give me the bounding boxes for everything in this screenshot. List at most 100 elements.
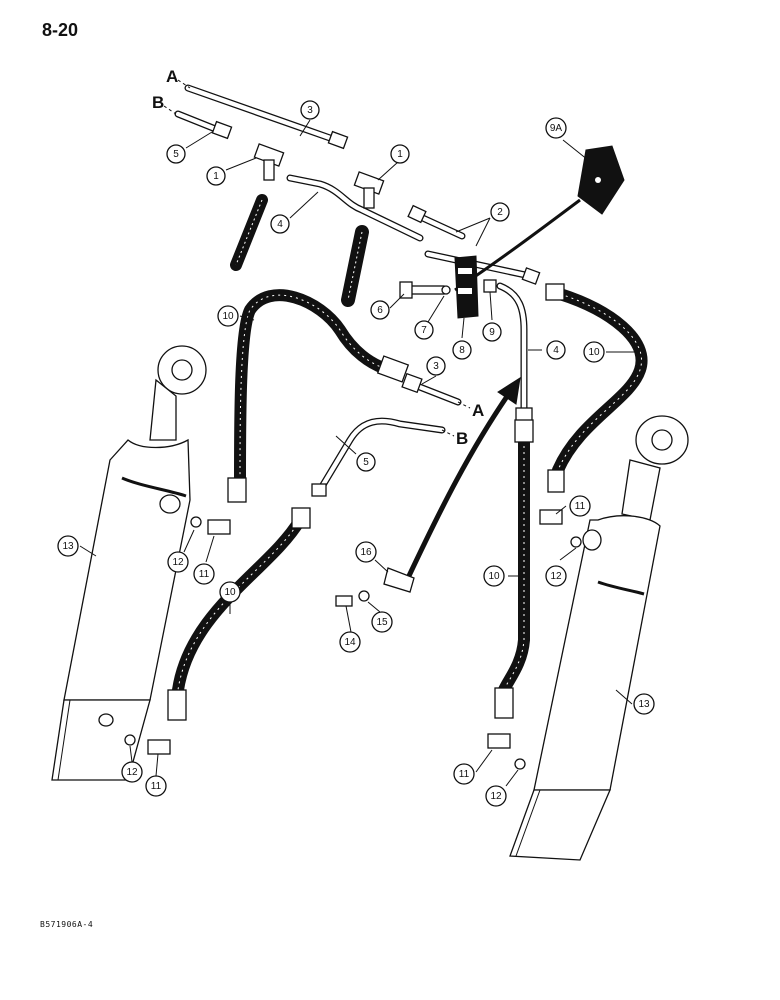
line-label-b-top: B [152, 93, 164, 112]
callout-circle [490, 202, 510, 222]
callout-number: 12 [126, 767, 138, 778]
callout-number: 15 [376, 617, 388, 628]
callout-circle [57, 535, 79, 557]
line-label-a-top: A [166, 67, 178, 86]
callout-circle [633, 693, 655, 715]
elbow-11-left-lower [147, 739, 171, 755]
callout-12-right-upper: 12 [545, 565, 567, 587]
callout-circle [569, 495, 591, 517]
callout-number: 8 [459, 345, 465, 356]
line-label-b-mid: B [456, 429, 468, 448]
callout-circle [217, 305, 239, 327]
callout-circle [167, 551, 189, 573]
oring-12-right-lower [514, 758, 526, 770]
callout-number: 1 [397, 149, 403, 160]
callout-11-left-upper: 11 [193, 563, 215, 585]
callout-3-mid: 3 [426, 356, 446, 376]
callout-4-mid: 4 [546, 340, 566, 360]
callout-9: 9 [482, 322, 502, 342]
callout-number: 6 [377, 305, 383, 316]
callout-circle [483, 565, 505, 587]
figure-reference-code: B571906A-4 [40, 920, 94, 929]
callout-circle [545, 117, 567, 139]
callout-circle [482, 322, 502, 342]
callout-circle [339, 631, 361, 653]
callout-circle [370, 300, 390, 320]
oring-12-left-upper [190, 516, 202, 528]
callout-12-left-lower: 12 [121, 761, 143, 783]
callout-circle [355, 541, 377, 563]
leader-lines [79, 119, 640, 787]
callout-5-top: 5 [166, 144, 186, 164]
callout-number: 11 [151, 781, 162, 792]
callout-number: 14 [344, 637, 356, 648]
callout-number: 12 [172, 557, 184, 568]
right-cylinder [509, 415, 689, 861]
callout-9a: 9A [545, 117, 567, 139]
callout-number: 4 [277, 219, 283, 230]
callout-number: 1 [213, 171, 219, 182]
callout-circle [583, 341, 605, 363]
elbow-11-left-upper [207, 519, 231, 535]
callout-circle [300, 100, 320, 120]
callout-4-top: 4 [270, 214, 290, 234]
callout-circle [390, 144, 410, 164]
callout-10-top-right: 10 [583, 341, 605, 363]
clamp-9a [577, 145, 625, 215]
callout-10-top-left: 10 [217, 305, 239, 327]
callout-number: 9A [550, 123, 563, 134]
callout-12-right-lower: 12 [485, 785, 507, 807]
callout-1-right: 1 [390, 144, 410, 164]
bolt-14 [335, 595, 353, 607]
callout-circle [166, 144, 186, 164]
callout-number: 3 [433, 361, 439, 372]
callout-13-right: 13 [633, 693, 655, 715]
callout-number: 13 [62, 541, 74, 552]
oring-12-right-upper [570, 536, 582, 548]
callout-circle [414, 320, 434, 340]
elbow-11-right-lower [487, 733, 511, 749]
callout-number: 12 [490, 791, 502, 802]
callout-number: 9 [489, 327, 495, 338]
callout-8: 8 [452, 340, 472, 360]
clamp-8 [454, 255, 479, 319]
callout-3-top: 3 [300, 100, 320, 120]
callout-number: 3 [307, 105, 313, 116]
callout-11-right-lower: 11 [453, 763, 475, 785]
top-tube-assembly [174, 84, 541, 307]
callout-13-left: 13 [57, 535, 79, 557]
nut-15 [358, 590, 370, 602]
callout-12-left-upper: 12 [167, 551, 189, 573]
callout-number: 12 [550, 571, 562, 582]
callout-1-left: 1 [206, 166, 226, 186]
left-cylinder [51, 345, 207, 781]
callout-number: 16 [360, 547, 372, 558]
callout-number: 5 [363, 457, 369, 468]
callout-5-mid: 5 [356, 452, 376, 472]
callout-7: 7 [414, 320, 434, 340]
callout-circle [452, 340, 472, 360]
oring-12-left-lower [124, 734, 136, 746]
callout-14: 14 [339, 631, 361, 653]
line-label-a-mid: A [472, 401, 484, 420]
callout-15: 15 [371, 611, 393, 633]
callout-circle [193, 563, 215, 585]
tee-fitting-left [253, 143, 285, 181]
callout-11-right-upper: 11 [569, 495, 591, 517]
callout-6: 6 [370, 300, 390, 320]
callout-number: 4 [553, 345, 559, 356]
callout-circle [219, 581, 241, 603]
callout-number: 11 [575, 501, 586, 512]
callout-circle [371, 611, 393, 633]
callout-number: 13 [638, 699, 650, 710]
callout-2: 2 [490, 202, 510, 222]
callout-number: 10 [224, 587, 236, 598]
callout-number: 11 [459, 769, 470, 780]
bolt-6 [399, 281, 445, 299]
callout-number: 10 [222, 311, 234, 322]
callout-circle [453, 763, 475, 785]
callout-number: 11 [199, 569, 210, 580]
callout-circle [546, 340, 566, 360]
